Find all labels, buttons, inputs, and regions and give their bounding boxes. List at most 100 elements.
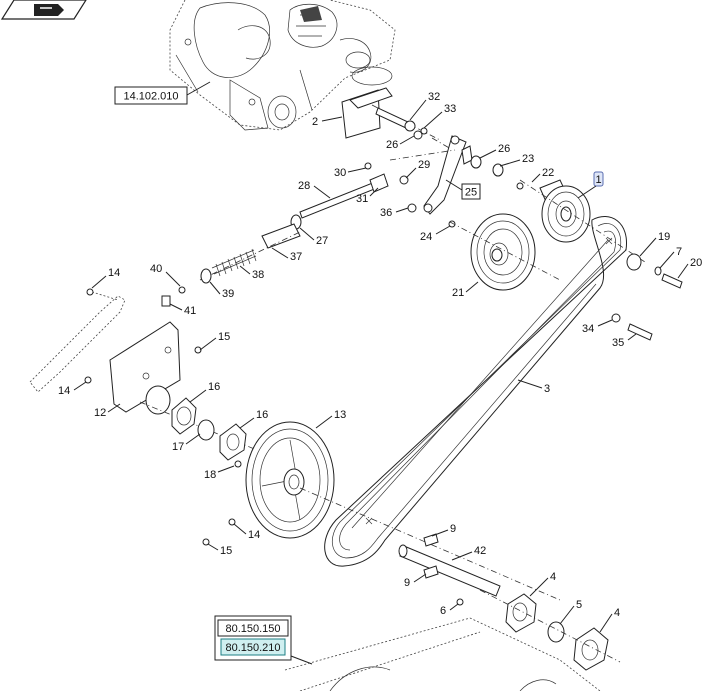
- callout-27: 27: [299, 227, 328, 247]
- callout-37: 37: [271, 247, 302, 263]
- callout-40: 40: [150, 263, 181, 287]
- svg-text:14.102.010: 14.102.010: [123, 91, 178, 103]
- svg-text:4: 4: [614, 607, 620, 619]
- callout-6: 6: [440, 603, 459, 617]
- callout-18: 18: [204, 465, 235, 481]
- callout-16a: 16: [189, 381, 220, 403]
- svg-text:80.150.210: 80.150.210: [225, 642, 280, 654]
- svg-text:16: 16: [256, 409, 268, 421]
- callout-32: 32: [409, 91, 440, 121]
- callout-15b: 15: [207, 543, 232, 557]
- svg-text:35: 35: [612, 337, 624, 349]
- svg-text:14: 14: [108, 267, 120, 279]
- callout-42: 42: [451, 545, 486, 561]
- callout-33: 33: [423, 103, 456, 129]
- callout-28: 28: [298, 180, 331, 199]
- callout-21: 21: [452, 281, 479, 299]
- svg-text:27: 27: [316, 235, 328, 247]
- svg-text:19: 19: [658, 231, 670, 243]
- drive-pulley: [470, 155, 683, 289]
- callout-24: 24: [420, 225, 451, 243]
- svg-text:17: 17: [172, 441, 184, 453]
- svg-text:21: 21: [452, 287, 464, 299]
- callout-12: 12: [94, 403, 121, 419]
- callout-14a: 14: [91, 267, 120, 289]
- callout-36: 36: [380, 207, 409, 219]
- svg-text:29: 29: [418, 159, 430, 171]
- callout-39: 39: [209, 281, 234, 300]
- svg-text:16: 16: [208, 381, 220, 393]
- svg-text:28: 28: [298, 180, 310, 192]
- callout-38: 38: [239, 265, 264, 281]
- svg-text:40: 40: [150, 263, 162, 275]
- svg-text:9: 9: [450, 523, 456, 535]
- idler-pulley: [449, 213, 561, 291]
- callout-19: 19: [639, 231, 670, 257]
- reference-box-top[interactable]: 14.102.010: [114, 81, 211, 105]
- tension-rod-assembly: [161, 162, 389, 307]
- svg-text:41: 41: [184, 305, 196, 317]
- callout-14c: 14: [233, 523, 260, 541]
- callout-35: 35: [612, 333, 637, 349]
- reference-box-bottom-1[interactable]: 80.150.150: [217, 619, 289, 637]
- bolts-34-35: [611, 313, 653, 341]
- callout-5: 5: [559, 599, 582, 625]
- svg-text:34: 34: [582, 323, 594, 335]
- callout-3: 3: [517, 379, 550, 395]
- callout-14b: 14: [58, 381, 87, 397]
- callout-15a: 15: [199, 331, 230, 351]
- svg-text:2: 2: [312, 116, 318, 128]
- drive-belt: [299, 216, 627, 601]
- svg-text:36: 36: [380, 207, 392, 219]
- folder-back-icon[interactable]: [0, 0, 87, 20]
- callout-30: 30: [334, 167, 367, 179]
- callout-4b: 4: [599, 607, 620, 633]
- svg-text:31: 31: [356, 193, 368, 205]
- svg-text:3: 3: [544, 383, 550, 395]
- svg-text:15: 15: [218, 331, 230, 343]
- svg-text:4: 4: [550, 571, 556, 583]
- svg-text:26: 26: [386, 139, 398, 151]
- svg-text:23: 23: [522, 153, 534, 165]
- svg-text:20: 20: [690, 257, 702, 269]
- svg-text:18: 18: [204, 469, 216, 481]
- callout-13: 13: [315, 409, 346, 429]
- spring: [211, 248, 257, 277]
- svg-text:13: 13: [334, 409, 346, 421]
- svg-text:39: 39: [222, 288, 234, 300]
- svg-text:37: 37: [290, 251, 302, 263]
- callout-9a: 9: [431, 523, 456, 537]
- left-bracket: [29, 288, 331, 481]
- callout-17: 17: [172, 433, 201, 453]
- frame-bottom: [284, 617, 601, 691]
- callout-31: 31: [356, 187, 379, 205]
- callout-22: 22: [531, 167, 554, 183]
- svg-text:38: 38: [252, 269, 264, 281]
- svg-text:6: 6: [440, 605, 446, 617]
- callout-2: 2: [312, 116, 343, 128]
- lower-shaft-assembly: [398, 533, 621, 671]
- callout-41: 41: [169, 303, 196, 317]
- callout-1[interactable]: 1: [577, 171, 604, 199]
- callout-9b: 9: [404, 573, 427, 589]
- callout-7: 7: [659, 246, 682, 269]
- callouts: 1 2 3 4 4 5 6 7: [58, 91, 702, 633]
- svg-text:30: 30: [334, 167, 346, 179]
- svg-text:12: 12: [94, 407, 106, 419]
- svg-text:7: 7: [676, 246, 682, 258]
- large-pulley: [202, 421, 335, 546]
- callout-4a: 4: [529, 571, 556, 597]
- svg-text:22: 22: [542, 167, 554, 179]
- reference-box-bottom-2[interactable]: 80.150.210: [214, 615, 313, 665]
- tensioner-arm: [389, 135, 473, 228]
- svg-text:5: 5: [576, 599, 582, 611]
- callout-29: 29: [405, 159, 430, 179]
- callout-20: 20: [677, 257, 702, 279]
- callout-34: 34: [582, 319, 613, 335]
- callout-25[interactable]: 25: [445, 179, 481, 200]
- gearbox-housing: [169, 0, 396, 131]
- svg-text:32: 32: [428, 91, 440, 103]
- svg-text:14: 14: [58, 385, 70, 397]
- svg-text:25: 25: [465, 187, 477, 199]
